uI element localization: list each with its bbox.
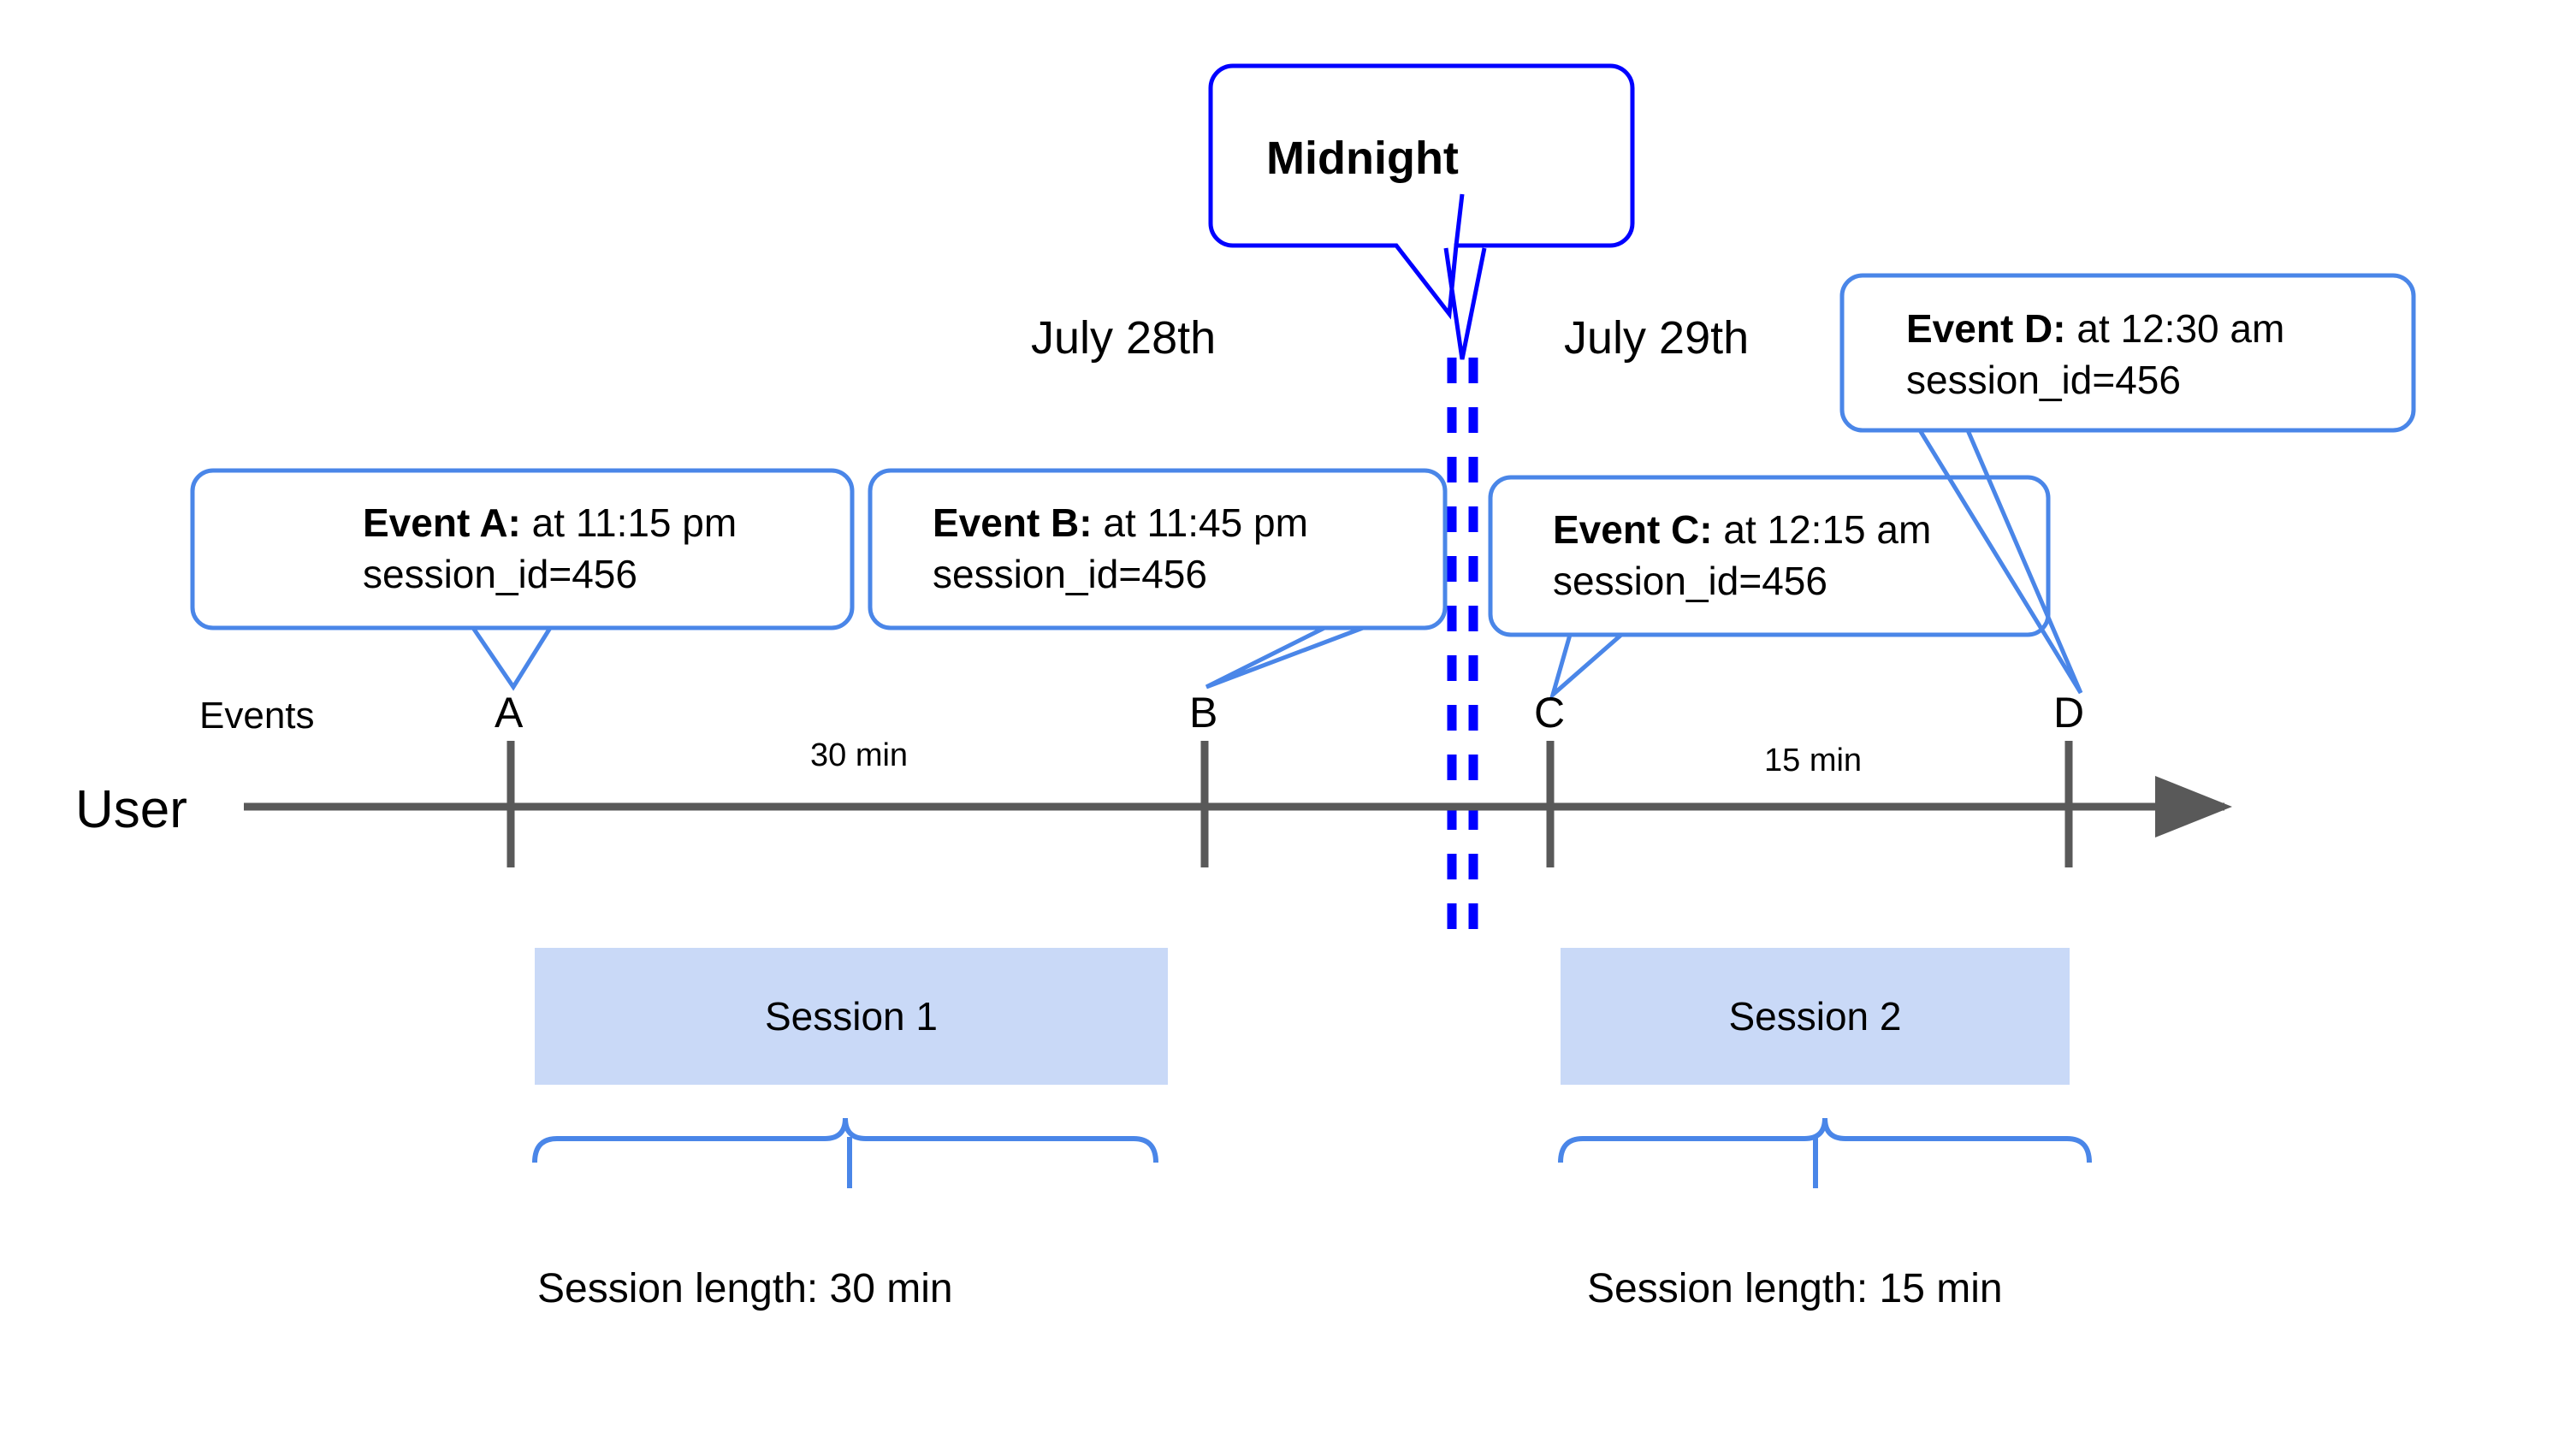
event-b-session-id: session_id=456	[933, 552, 1207, 596]
event-c-time: at 12:15 am	[1712, 507, 1932, 552]
session-2-length-label: Session length: 15 min	[1587, 1266, 2003, 1311]
event-a-callout-line1: Event A: at 11:15 pm	[363, 498, 737, 548]
row-label-user: User	[75, 780, 187, 839]
event-a-time: at 11:15 pm	[520, 500, 737, 545]
event-b-time: at 11:45 pm	[1092, 500, 1308, 545]
session-1-length-label: Session length: 30 min	[537, 1266, 953, 1311]
event-a-callout-shape	[190, 468, 855, 691]
event-d-time: at 12:30 am	[2065, 306, 2285, 351]
tick-letter-a: A	[495, 689, 524, 737]
event-b-callout-shape	[868, 468, 1448, 690]
event-d-title: Event D:	[1906, 306, 2066, 351]
event-d-callout-line1: Event D: at 12:30 am	[1906, 304, 2284, 354]
event-d-callout-shape	[1839, 273, 2416, 695]
tick-letter-d: D	[2053, 689, 2085, 737]
date-label-july-29: July 29th	[1564, 312, 1750, 364]
session-1-box: Session 1	[535, 948, 1168, 1085]
session-2-brace	[1558, 1117, 2092, 1163]
event-a-session-id: session_id=456	[363, 552, 637, 596]
session-1-brace	[532, 1117, 1158, 1163]
event-c-callout-line1: Event C: at 12:15 am	[1553, 505, 1931, 555]
midnight-pointer-icon	[1443, 247, 1487, 360]
event-c-callout-shape	[1488, 475, 2051, 701]
gap-label-a-b: 30 min	[810, 737, 909, 773]
event-d-session-id: session_id=456	[1906, 358, 2181, 402]
session-1-box-label: Session 1	[764, 994, 938, 1039]
tick-letter-c: C	[1534, 689, 1566, 737]
gap-label-c-d: 15 min	[1764, 743, 1863, 778]
session-2-box: Session 2	[1561, 948, 2070, 1085]
event-c-title: Event C:	[1553, 507, 1713, 552]
event-b-title: Event B:	[933, 500, 1093, 545]
tick-letter-b: B	[1189, 689, 1218, 737]
row-label-events: Events	[199, 695, 315, 737]
event-a-title: Event A:	[363, 500, 521, 545]
event-c-session-id: session_id=456	[1553, 559, 1827, 603]
midnight-callout-shape	[1208, 63, 1635, 320]
date-label-july-28: July 28th	[1031, 312, 1217, 364]
session-2-box-label: Session 2	[1728, 994, 1902, 1039]
event-b-callout-line1: Event B: at 11:45 pm	[933, 498, 1308, 548]
midnight-label: Midnight	[1266, 133, 1459, 184]
